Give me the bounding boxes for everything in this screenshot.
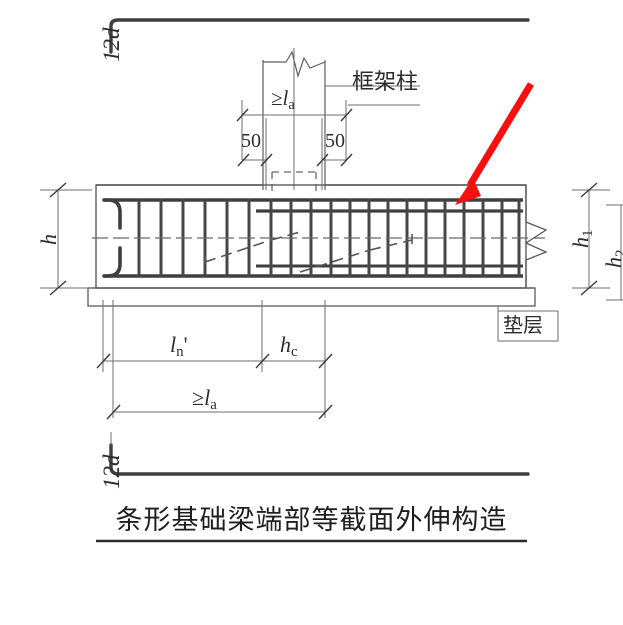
drawing-title: 条形基础梁端部等截面外伸构造	[115, 505, 508, 536]
label-12d-bottom: 12d	[99, 454, 124, 490]
ln-prime: '	[183, 332, 188, 357]
cushion-layer-slab	[87, 287, 536, 307]
la-subscript-bottom: a	[210, 397, 217, 414]
dimension-ln-hc	[96, 300, 333, 418]
label-clear-span: ln'	[170, 334, 188, 360]
label-cover-left-50: 50	[241, 130, 261, 152]
bent-bar-dashed-right	[299, 234, 413, 273]
dimension-cover-50-right	[316, 118, 353, 190]
label-column-depth: hc	[280, 334, 298, 360]
dimension-h1-right	[572, 182, 610, 296]
label-anchorage-bottom: ≥la	[192, 387, 217, 413]
rebar-end-hook-bottom-left	[102, 246, 122, 278]
leader-frame-column	[325, 85, 420, 106]
frame-column-outline	[262, 48, 326, 190]
top-continuation-rebar	[109, 18, 530, 54]
dimension-anchorage-bottom	[106, 404, 333, 420]
la-subscript-top: a	[288, 96, 295, 113]
label-anchorage-top: ≥la	[271, 86, 295, 113]
label-12d-top: 12d	[99, 27, 124, 63]
red-pointer-arrow	[455, 82, 534, 205]
la-symbol-top: l	[282, 86, 289, 110]
h2-subscript: 2	[613, 250, 623, 257]
ge-sign-bottom: ≥	[192, 385, 205, 410]
column-footprint-dashed	[271, 171, 317, 196]
rebar-end-hook-top-left	[102, 198, 122, 230]
label-cushion-layer: 垫层	[503, 313, 543, 337]
dimension-cover-50-left	[237, 118, 273, 190]
h2-symbol: h	[601, 257, 623, 268]
ln-symbol: l	[170, 332, 177, 357]
hc-symbol: h	[280, 332, 291, 357]
bottom-continuation-rebar	[109, 443, 530, 476]
label-frame-column: 框架柱	[352, 70, 419, 95]
leader-cushion-layer	[497, 306, 559, 342]
label-height-h: h	[36, 234, 61, 245]
dimension-anchorage-top	[236, 100, 353, 160]
dimension-h2-right	[606, 204, 623, 301]
label-height-h1: h1	[568, 229, 597, 248]
h1-symbol: h	[568, 237, 593, 248]
bent-bar-dashed-left	[204, 231, 301, 264]
hc-subscript: c	[291, 344, 298, 361]
label-height-h2: h2	[601, 250, 623, 268]
break-symbol-right	[524, 185, 548, 288]
ge-sign-top: ≥	[271, 86, 283, 110]
h1-subscript: 1	[580, 229, 597, 237]
dimension-h-left	[40, 182, 92, 296]
la-symbol-bottom: l	[204, 385, 211, 410]
label-cover-right-50: 50	[325, 130, 345, 152]
ln-subscript: n	[176, 344, 184, 361]
